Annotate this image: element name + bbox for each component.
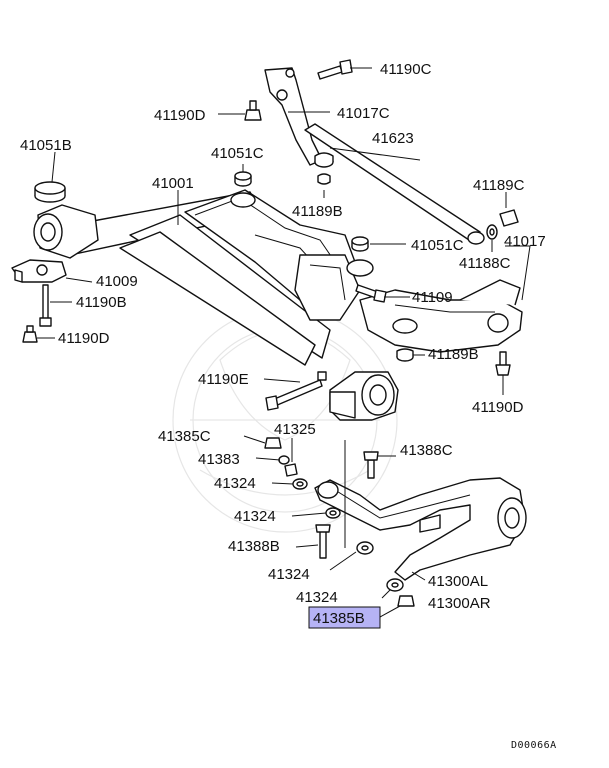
bolt-41190B[interactable]: [39, 284, 52, 327]
label-41017C[interactable]: 41017C: [337, 105, 390, 122]
label-41051B[interactable]: 41051B: [20, 137, 72, 154]
label-41190D-right[interactable]: 41190D: [472, 399, 524, 416]
washer-41383[interactable]: [278, 455, 290, 465]
washer-41324-d[interactable]: [386, 578, 404, 592]
label-41388B[interactable]: 41388B: [228, 538, 280, 555]
label-41324-c[interactable]: 41324: [268, 566, 310, 583]
part-41325[interactable]: [284, 463, 298, 477]
leader-lines: [37, 67, 531, 618]
label-41385C[interactable]: 41385C: [158, 428, 211, 445]
label-41388C[interactable]: 41388C: [400, 442, 453, 459]
label-41300AL[interactable]: 41300AL: [428, 573, 488, 590]
bushing-41189B-top[interactable]: [314, 152, 334, 185]
washer-41324-c[interactable]: [356, 541, 374, 555]
nut-41385C[interactable]: [264, 437, 282, 449]
label-41324-a[interactable]: 41324: [214, 475, 256, 492]
nut-41190D-left[interactable]: [22, 325, 38, 343]
label-41189C[interactable]: 41189C: [473, 177, 525, 194]
label-41189B-mid[interactable]: 41189B: [428, 346, 479, 363]
label-41190C[interactable]: 41190C: [380, 61, 432, 78]
label-41051C-mid[interactable]: 41051C: [411, 237, 464, 254]
label-41325[interactable]: 41325: [274, 421, 316, 438]
bushing-large-rear[interactable]: [329, 371, 399, 421]
crossmember-41001[interactable]: [33, 189, 374, 366]
label-41190B[interactable]: 41190B: [76, 294, 127, 311]
label-41324-d[interactable]: 41324: [296, 589, 338, 606]
washer-41188C[interactable]: [486, 224, 498, 240]
label-41623[interactable]: 41623: [372, 130, 414, 147]
label-41109[interactable]: 41109: [412, 289, 453, 306]
mount-41051B[interactable]: [34, 181, 66, 203]
bolt-41388B[interactable]: [315, 524, 331, 559]
bolt-41388C[interactable]: [363, 451, 379, 479]
bolt-41109[interactable]: [355, 284, 387, 303]
nut-41190D-right[interactable]: [495, 351, 511, 376]
label-41383[interactable]: 41383: [198, 451, 240, 468]
label-41385B[interactable]: 41385B: [313, 610, 365, 627]
mount-41051C-mid[interactable]: [351, 236, 369, 252]
bushing-41189B-mid[interactable]: [396, 348, 414, 362]
bracket-41009[interactable]: [11, 259, 67, 283]
label-41051C-top[interactable]: 41051C: [211, 145, 264, 162]
mount-41051C-top[interactable]: [234, 171, 252, 187]
bolt-41190E[interactable]: [265, 371, 327, 411]
nut-41385B[interactable]: [397, 595, 415, 607]
nut-41190D-top[interactable]: [244, 100, 262, 121]
label-41190E[interactable]: 41190E: [198, 371, 249, 388]
bracket-41017C[interactable]: [264, 67, 323, 166]
diagram-code: D00066A: [511, 740, 557, 751]
lateral-rod-41623[interactable]: [304, 123, 485, 245]
label-41324-b[interactable]: 41324: [234, 508, 276, 525]
washer-41324-a[interactable]: [292, 478, 308, 490]
arm-41017[interactable]: [359, 279, 523, 353]
part-labels: 41190C 41190D 41017C 41051B 41623 41051C…: [20, 61, 557, 751]
label-41188C[interactable]: 41188C: [459, 255, 511, 272]
label-41001[interactable]: 41001: [152, 175, 194, 192]
label-41300AR[interactable]: 41300AR: [428, 595, 491, 612]
label-41189B-top[interactable]: 41189B: [292, 203, 343, 220]
label-41017[interactable]: 41017: [504, 233, 546, 250]
label-41190D-top[interactable]: 41190D: [154, 107, 206, 124]
label-41009[interactable]: 41009: [96, 273, 138, 290]
bolt-41190C[interactable]: [317, 59, 353, 80]
lower-arm-41300A[interactable]: [314, 477, 527, 581]
label-41190D-left[interactable]: 41190D: [58, 330, 110, 347]
bushing-41189C[interactable]: [499, 209, 519, 227]
highlight-box: [308, 606, 381, 629]
washer-41324-b[interactable]: [325, 507, 341, 519]
